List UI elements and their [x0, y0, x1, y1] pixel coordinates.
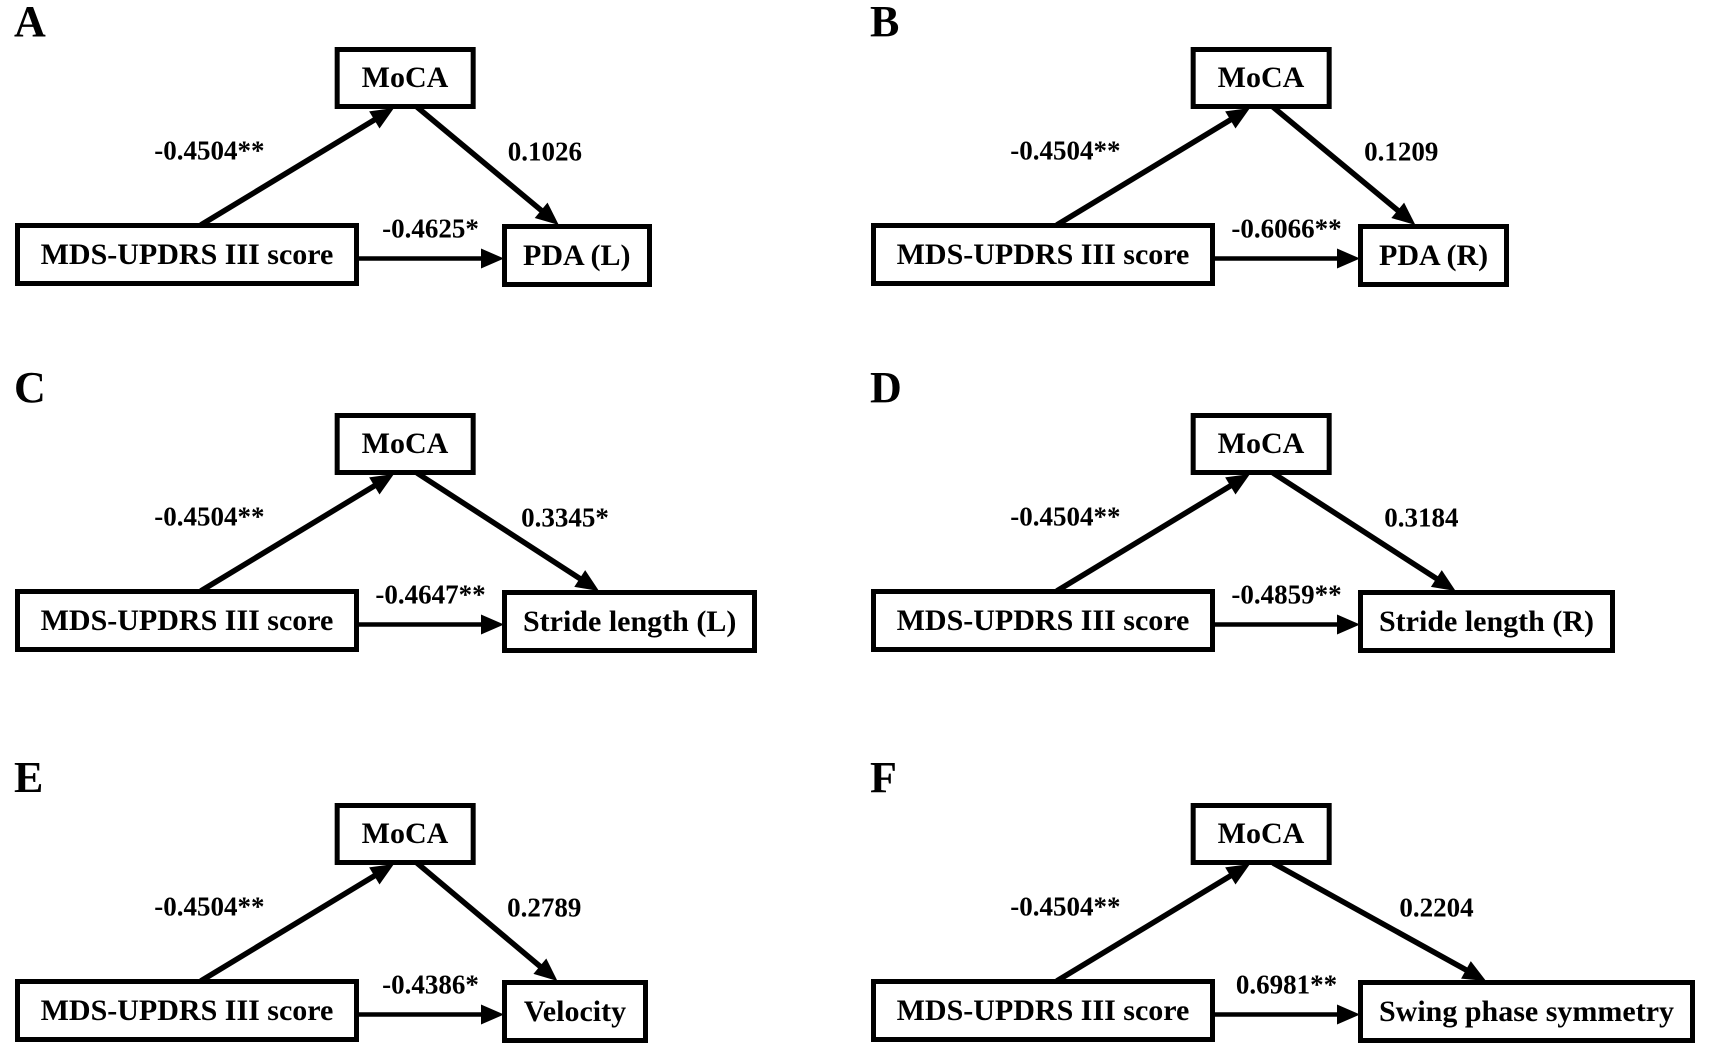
path-a-coefficient: -0.4504**: [1010, 891, 1121, 921]
path-arrows: [1055, 860, 1487, 1025]
path-b-coefficient: 0.3184: [1384, 502, 1459, 533]
path-a-coefficient: -0.4504**: [1010, 135, 1121, 165]
path-arrows: [1055, 104, 1416, 269]
outcome-label: Stride length (R): [1379, 604, 1594, 638]
path-c-coefficient: -0.4647**: [375, 579, 486, 610]
outcome-box: PDA (R): [1358, 224, 1510, 287]
mediation-panel-d: D MoCA MDS-UPDRS III score Stride length…: [856, 366, 1712, 666]
path-b-coefficient: 0.2204: [1399, 892, 1474, 923]
outcome-box: Stride length (R): [1358, 590, 1615, 653]
mediator-box: MoCA: [334, 803, 476, 865]
panel-letter: C: [14, 363, 47, 412]
path-c-coefficient: -0.4859**: [1231, 579, 1342, 610]
path-b-coefficient: 0.1209: [1364, 136, 1439, 167]
path-c-coefficient: -0.6066**: [1231, 213, 1342, 244]
predictor-label: MDS-UPDRS III score: [896, 993, 1190, 1027]
outcome-box: Velocity: [502, 980, 648, 1043]
mediation-panel-a: A MoCA MDS-UPDRS III score PDA (L) -0.45…: [0, 0, 856, 300]
path-b-coefficient: 0.1026: [507, 136, 583, 167]
mediator-label: MoCA: [1217, 427, 1305, 460]
path-a-coefficient: -0.4504**: [154, 135, 265, 165]
mediator-box: MoCA: [1190, 47, 1332, 109]
path-b-coefficient: 0.2789: [507, 892, 582, 923]
panel-letter: B: [870, 0, 901, 46]
predictor-label: MDS-UPDRS III score: [40, 993, 334, 1027]
path-arrows: [199, 470, 600, 635]
path-arrows: [199, 860, 558, 1025]
path-arrows: [199, 104, 559, 269]
mediation-panel-b: B MoCA MDS-UPDRS III score PDA (R) -0.45…: [856, 0, 1712, 300]
mediation-panel-e: E MoCA MDS-UPDRS III score Velocity -0.4…: [0, 756, 856, 1056]
outcome-box: Stride length (L): [502, 590, 758, 653]
predictor-box: MDS-UPDRS III score: [871, 589, 1215, 652]
outcome-label: PDA (R): [1379, 238, 1489, 272]
mediation-panel-f: F MoCA MDS-UPDRS III score Swing phase s…: [856, 756, 1712, 1056]
predictor-box: MDS-UPDRS III score: [15, 223, 359, 286]
mediator-box: MoCA: [1190, 803, 1332, 865]
outcome-label: Stride length (L): [523, 604, 737, 638]
path-c-coefficient: -0.4625*: [382, 213, 479, 244]
path-arrows: [1055, 470, 1456, 635]
path-a-coefficient: -0.4504**: [154, 891, 265, 921]
path-c-coefficient: -0.4386*: [382, 969, 479, 1000]
predictor-box: MDS-UPDRS III score: [871, 223, 1215, 286]
mediator-box: MoCA: [334, 413, 476, 475]
predictor-box: MDS-UPDRS III score: [15, 589, 359, 652]
mediator-label: MoCA: [1217, 817, 1305, 850]
panel-letter: A: [14, 0, 47, 46]
path-a-coefficient: -0.4504**: [154, 501, 265, 531]
outcome-label: Velocity: [523, 994, 627, 1028]
outcome-label: PDA (L): [523, 238, 631, 272]
outcome-box: Swing phase symmetry: [1358, 980, 1696, 1043]
mediator-box: MoCA: [334, 47, 476, 109]
mediator-label: MoCA: [361, 817, 449, 850]
mediation-panel-c: C MoCA MDS-UPDRS III score Stride length…: [0, 366, 856, 666]
path-a-coefficient: -0.4504**: [1010, 501, 1121, 531]
predictor-box: MDS-UPDRS III score: [871, 979, 1215, 1042]
path-c-coefficient: 0.6981**: [1235, 969, 1338, 1000]
mediator-box: MoCA: [1190, 413, 1332, 475]
panel-letter: E: [14, 753, 45, 802]
predictor-label: MDS-UPDRS III score: [896, 237, 1190, 271]
predictor-label: MDS-UPDRS III score: [896, 603, 1190, 637]
path-b-coefficient: 0.3345*: [521, 502, 609, 533]
predictor-label: MDS-UPDRS III score: [40, 603, 334, 637]
outcome-label: Swing phase symmetry: [1379, 994, 1675, 1028]
panel-letter: D: [870, 363, 903, 412]
mediator-label: MoCA: [361, 427, 449, 460]
panel-letter: F: [870, 753, 898, 802]
predictor-label: MDS-UPDRS III score: [40, 237, 334, 271]
predictor-box: MDS-UPDRS III score: [15, 979, 359, 1042]
outcome-box: PDA (L): [502, 224, 652, 287]
mediator-label: MoCA: [361, 61, 449, 94]
mediator-label: MoCA: [1217, 61, 1305, 94]
